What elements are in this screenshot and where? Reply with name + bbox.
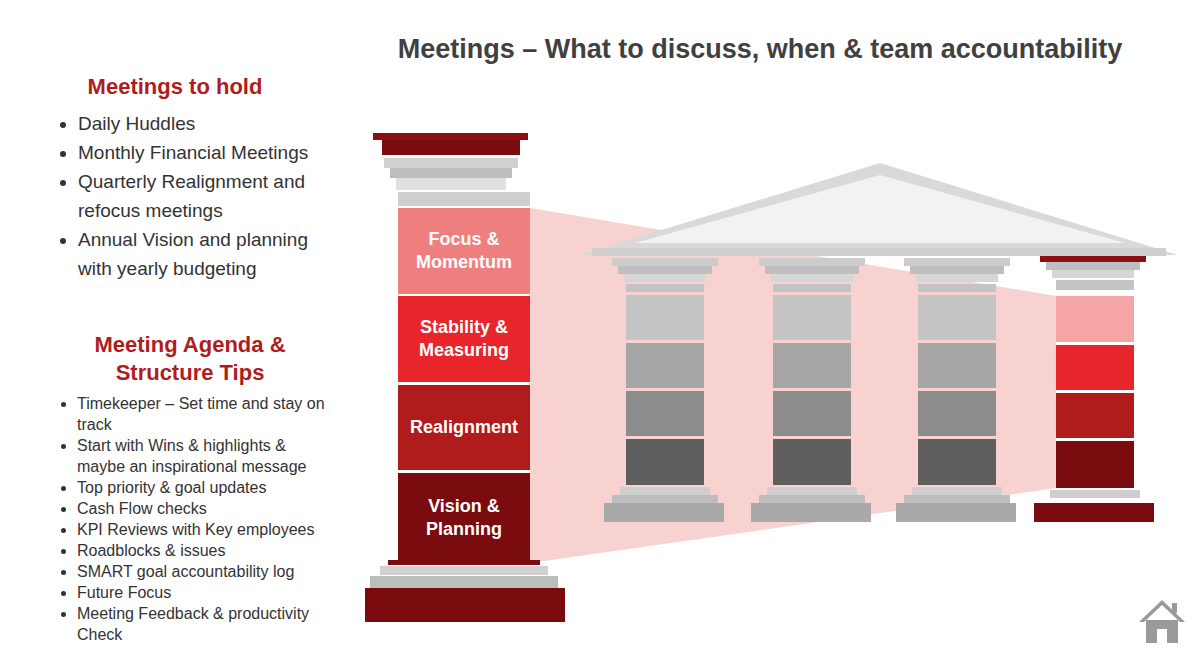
pillar-band: Realignment [398, 385, 530, 470]
big-pillar [365, 133, 565, 622]
bullet-item: Monthly Financial Meetings [78, 138, 340, 167]
bullet-item: SMART goal accountability log [77, 561, 337, 582]
bullet-item: Future Focus [77, 582, 337, 603]
bullet-item: Meeting Feedback & productivity Check [77, 603, 337, 645]
entablature [592, 248, 1166, 256]
bullet-item: Timekeeper – Set time and stay on track [77, 393, 337, 435]
home-icon [1139, 600, 1185, 643]
projection [530, 208, 1056, 563]
bullet-item: Roadblocks & issues [77, 540, 337, 561]
bullet-item: Top priority & goal updates [77, 477, 337, 498]
band-label: Realignment [410, 416, 518, 439]
roof-inner [635, 175, 1125, 243]
pillar-band: Stability & Measuring [398, 296, 530, 382]
pillar-band: Vision & Planning [398, 473, 530, 563]
band-label: Vision & Planning [404, 495, 524, 541]
bullet-item: Cash Flow checks [77, 498, 337, 519]
bullet-list: Timekeeper – Set time and stay on trackS… [48, 393, 337, 645]
grey-columns [604, 258, 1016, 522]
bullet-list: Daily HuddlesMonthly Financial MeetingsQ… [48, 109, 340, 283]
roof [580, 163, 1178, 255]
bullet-item: Daily Huddles [78, 109, 340, 138]
bullet-item: KPI Reviews with Key employees [77, 519, 337, 540]
section-heading: Meeting Agenda & Structure Tips [60, 331, 320, 387]
bullet-item: Quarterly Realignment and refocus meetin… [78, 167, 340, 225]
red-column [1034, 256, 1154, 522]
page-title: Meetings – What to discuss, when & team … [398, 34, 1123, 65]
pillar-band: Focus & Momentum [398, 208, 530, 294]
section-heading: Meetings to hold [50, 73, 300, 101]
band-label: Focus & Momentum [404, 228, 524, 274]
band-label: Stability & Measuring [404, 316, 524, 362]
bullet-item: Start with Wins & highlights & maybe an … [77, 435, 337, 477]
bullet-item: Annual Vision and planning with yearly b… [78, 225, 340, 283]
